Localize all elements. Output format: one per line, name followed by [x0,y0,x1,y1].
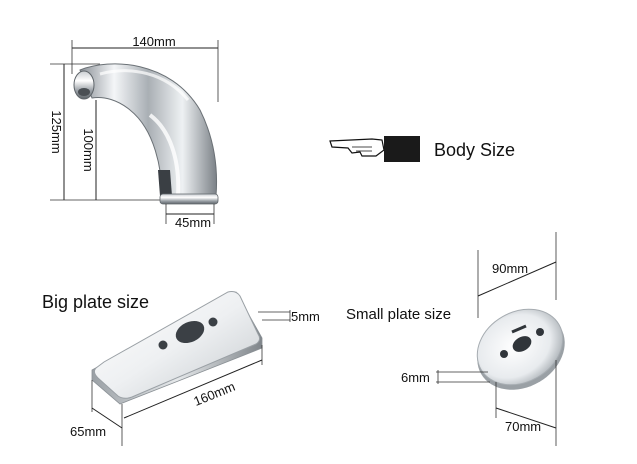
big-plate-width-dimension-line [91,407,123,429]
small-plate-title: Small plate size [346,306,451,323]
small-plate-length-dimension-line [477,261,557,297]
big-plate-length-label: 160mm [191,379,237,409]
faucet-height-label: 125mm [49,110,64,153]
big-plate-thickness-label: 5mm [291,309,320,324]
small-plate-length-label: 90mm [492,261,528,276]
body-size-label: Body Size [434,140,515,160]
small-plate-width-dimension-line [495,407,557,429]
small-plate-group: Small plate size 90mm 6mm 70mm [346,232,565,446]
big-plate-image [91,291,263,405]
big-plate-title: Big plate size [42,292,149,312]
faucet-width-label: 140mm [132,34,175,49]
small-plate-thickness-label: 6mm [401,370,430,385]
faucet-base-label: 45mm [175,215,211,230]
faucet-image [73,63,219,205]
body-size-caption: Body Size [329,136,515,162]
big-plate-group: Big plate size 5mm 160mm 65mm [42,291,320,446]
faucet-dimension-group: 140mm 125mm 100mm 45mm [49,34,219,230]
small-plate-width-label: 70mm [505,419,541,434]
small-plate-image [476,308,565,390]
big-plate-length-dimension-line [123,359,263,419]
pointing-hand-icon [329,136,420,162]
big-plate-width-label: 65mm [70,424,106,439]
faucet-spout-height-label: 100mm [81,128,96,171]
